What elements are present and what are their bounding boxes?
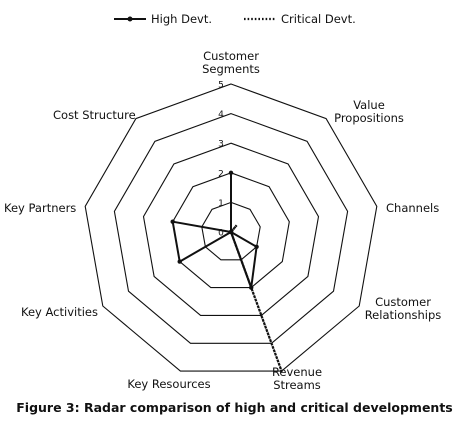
legend-label-high-devt: High Devt.	[151, 12, 212, 26]
category-label-key-activities: Key Activities	[21, 305, 98, 319]
legend-marker-high-devt	[127, 16, 133, 22]
data-point-high-devt-customer-relationships	[254, 244, 259, 249]
series-line-critical-devt	[229, 224, 283, 373]
tick-label-4: 4	[218, 110, 224, 120]
legend-label-critical-devt: Critical Devt.	[281, 12, 356, 26]
legend: High Devt. Critical Devt.	[114, 12, 356, 26]
tick-label-1: 1	[218, 199, 224, 209]
tick-label-5: 5	[218, 81, 224, 91]
data-series	[170, 170, 283, 373]
category-label-cost-structure: Cost Structure	[53, 108, 136, 122]
grid-ring-3	[142, 142, 320, 316]
radar-grid	[84, 83, 378, 372]
data-point-high-devt-key-activities	[177, 259, 182, 264]
tick-label-0: 0	[218, 229, 224, 239]
tick-label-3: 3	[218, 140, 224, 150]
figure-caption: Figure 3: Radar comparison of high and c…	[16, 400, 453, 415]
category-label-key-resources: Key Resources	[127, 377, 210, 391]
radar-chart: High Devt. Critical Devt. 0 1 2 3 4 5 Customer…	[4, 12, 441, 392]
tick-label-2: 2	[218, 169, 224, 179]
category-label-channels: Channels	[386, 201, 439, 215]
data-point-high-devt-key-partners	[170, 219, 175, 224]
grid-ring-1	[201, 201, 261, 261]
grid-ring-4	[113, 113, 349, 344]
category-label-key-partners: Key Partners	[4, 201, 76, 215]
grid-ring-2	[172, 172, 290, 289]
grid-ring-5	[84, 83, 378, 372]
data-point-high-devt-customer-segments	[228, 170, 234, 175]
radial-tick-labels: 0 1 2 3 4 5	[218, 81, 224, 239]
